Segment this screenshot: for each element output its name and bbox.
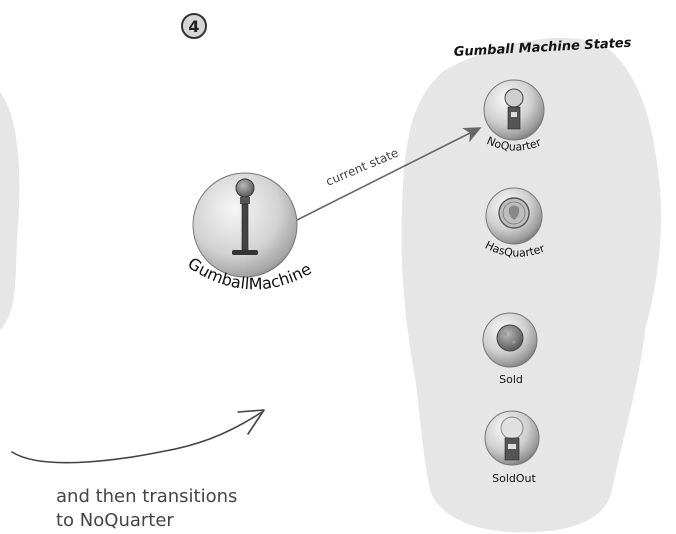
annotation-line-1: and then transitions — [56, 486, 237, 507]
gumball-machine-icon — [232, 178, 258, 255]
state-label-noquarter: NoQuarter — [485, 134, 543, 153]
current-state-label: current state — [324, 146, 401, 189]
state-sold: Sold — [482, 312, 538, 386]
left-region-blob — [0, 92, 20, 330]
gumball-machine-icon — [504, 88, 524, 130]
state-label-soldout: SoldOut — [492, 472, 536, 485]
current-state-arrow — [296, 127, 482, 221]
annotation-line-2: to NoQuarter — [56, 510, 174, 531]
empty-machine-icon — [500, 416, 524, 461]
step-badge: 4 — [181, 13, 207, 39]
context-gumball-machine: GumballMachine — [184, 172, 315, 293]
state-soldout: SoldOut — [484, 410, 540, 485]
annotation-arrowhead — [237, 409, 265, 435]
svg-text:NoQuarter: NoQuarter — [485, 134, 543, 153]
state-noquarter: NoQuarter — [483, 79, 545, 154]
quarter-coin-icon — [498, 197, 530, 229]
step-number: 4 — [188, 17, 199, 36]
state-hasquarter: HasQuarter — [483, 187, 547, 260]
state-label-sold: Sold — [499, 373, 523, 386]
annotation-arrow — [11, 411, 263, 464]
states-region-blob — [401, 37, 662, 533]
gumball-icon — [496, 324, 524, 352]
